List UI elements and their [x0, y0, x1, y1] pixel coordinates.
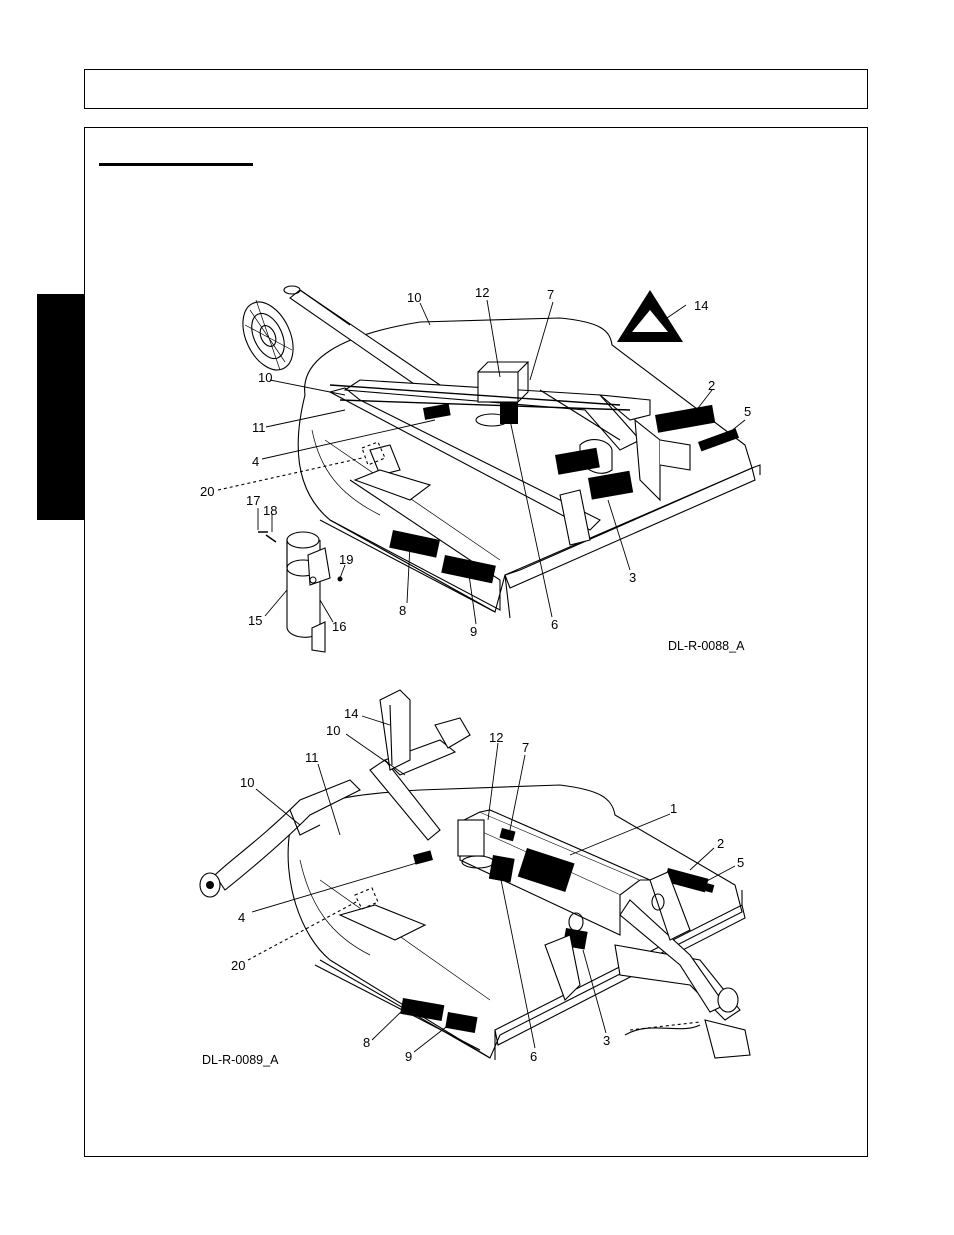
decal-7: [499, 827, 516, 842]
figure-id-top: DL-R-0088_A: [668, 639, 745, 653]
callout-5: 5: [744, 404, 751, 419]
decal-4: [423, 403, 451, 420]
callout-12: 12: [475, 285, 489, 300]
smv-emblem: [617, 290, 683, 342]
callout-18: 18: [263, 503, 277, 518]
callout-2-6: 6: [530, 1049, 537, 1064]
callout-2-10a: 10: [326, 723, 340, 738]
callout-10a: 10: [407, 290, 421, 305]
callout-7: 7: [547, 287, 554, 302]
callout-2-20: 20: [231, 958, 245, 973]
decal-6: [488, 854, 515, 883]
callout-2-11: 11: [305, 750, 319, 765]
callout-6: 6: [551, 617, 558, 632]
decal-5: [697, 428, 740, 452]
callout-2-9: 9: [405, 1049, 412, 1064]
callout-15: 15: [248, 613, 262, 628]
callout-4: 4: [252, 454, 259, 469]
callout-2-1: 1: [670, 801, 677, 816]
callout-2-12: 12: [489, 730, 503, 745]
section-title-underline: [99, 163, 253, 166]
decal-1: [517, 848, 575, 892]
callout-8: 8: [399, 603, 406, 618]
callout-14: 14: [694, 298, 708, 313]
callout-2-2: 2: [717, 836, 724, 851]
figure-bottom-mower: 14 10 12 7 10 11 1 2 5 4 20 3 8 9 6 DL-R…: [199, 689, 751, 1067]
content-frame: [84, 127, 868, 1157]
figure-top-mower: 10 12 7 14 10 11 4 20 2 5 17 18 19 15 16…: [200, 285, 761, 653]
callout-16: 16: [332, 619, 346, 634]
decal-20-outline-2: [354, 887, 379, 910]
callout-20: 20: [200, 484, 214, 499]
callout-3: 3: [629, 570, 636, 585]
figure-id-bottom: DL-R-0089_A: [202, 1053, 279, 1067]
page-header-frame: [84, 69, 868, 109]
callout-2: 2: [708, 378, 715, 393]
callout-17: 17: [246, 493, 260, 508]
decal-8: [389, 530, 440, 558]
decal-9b: [445, 1012, 478, 1033]
callout-2-10b: 10: [240, 775, 254, 790]
section-thumb-tab: [37, 294, 84, 520]
callout-10b: 10: [258, 370, 272, 385]
gearbox-2: [457, 819, 485, 857]
callout-19: 19: [339, 552, 353, 567]
decal-3b: [588, 470, 634, 500]
callout-9: 9: [470, 624, 477, 639]
decal-3a: [555, 447, 600, 475]
decal-2: [654, 404, 716, 433]
callout-2-5: 5: [737, 855, 744, 870]
decal-8b: [400, 998, 445, 1022]
callout-2-14: 14: [344, 706, 358, 721]
callout-11: 11: [252, 420, 266, 435]
callout-2-8: 8: [363, 1035, 370, 1050]
callout-2-4: 4: [238, 910, 245, 925]
manual-tube: [258, 531, 343, 653]
callout-2-7: 7: [522, 740, 529, 755]
decal-5b: [692, 880, 715, 893]
callout-2-3: 3: [603, 1033, 610, 1048]
decal-4b: [413, 850, 433, 865]
